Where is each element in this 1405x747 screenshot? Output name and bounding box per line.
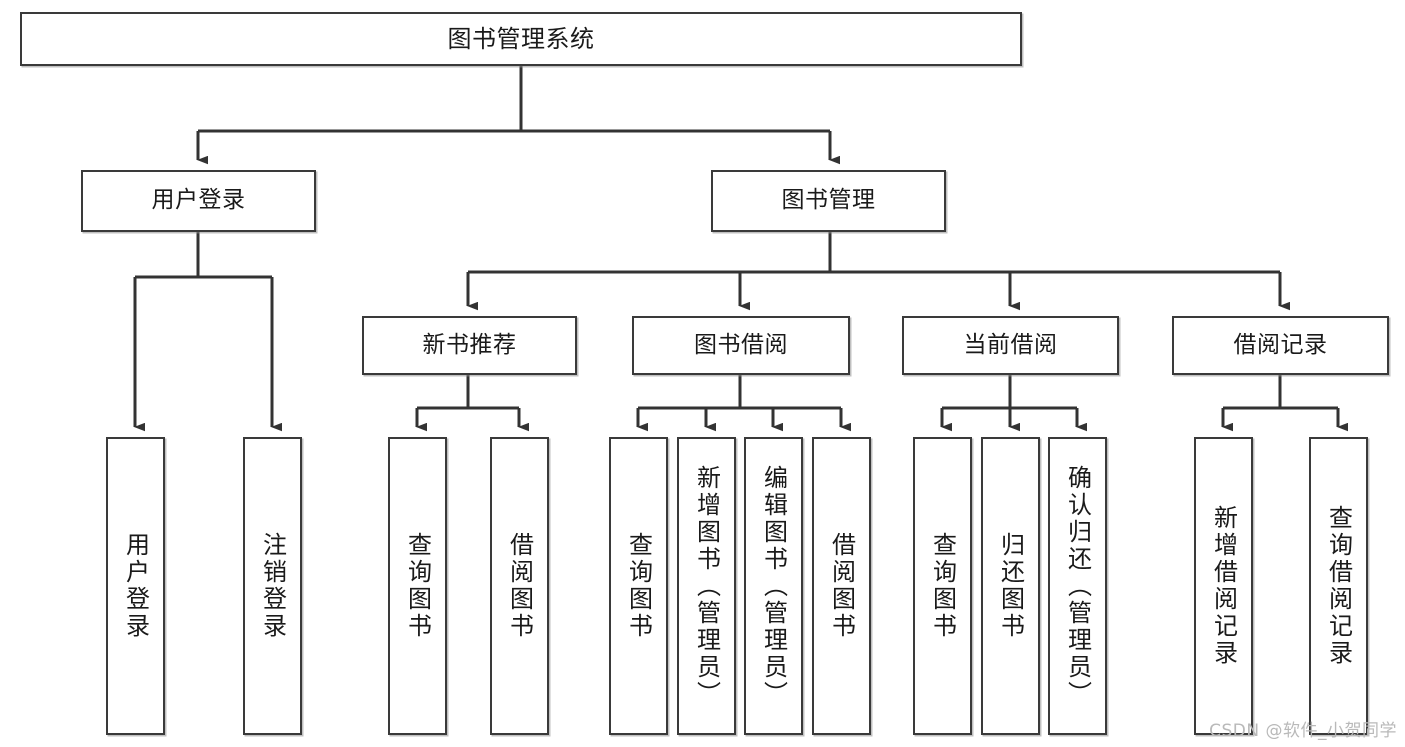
node-label: 新增图书（管理员） [692, 464, 721, 708]
node-label: 查询图书 [403, 532, 432, 640]
node-root-system[interactable]: 图书管理系统 [20, 12, 1022, 66]
leaf-borrow-edit-book[interactable]: 编辑图书（管理员） [744, 437, 803, 735]
watermark: CSDN @软件_小贺同学 [1209, 721, 1397, 741]
leaf-record-add-record[interactable]: 新增借阅记录 [1194, 437, 1253, 735]
leaf-borrow-query-book[interactable]: 查询图书 [609, 437, 668, 735]
leaf-recommend-query-book[interactable]: 查询图书 [388, 437, 447, 735]
node-label: 新增借阅记录 [1209, 505, 1238, 667]
node-borrow-record[interactable]: 借阅记录 [1172, 316, 1389, 375]
leaf-current-confirm-return[interactable]: 确认归还（管理员） [1048, 437, 1107, 735]
node-label: 归还图书 [996, 532, 1025, 640]
node-label: 图书借阅 [694, 331, 788, 358]
node-label: 注销登录 [258, 532, 287, 640]
node-label: 查询图书 [928, 532, 957, 640]
node-label: 用户登录 [121, 532, 150, 640]
node-new-book-recommend[interactable]: 新书推荐 [362, 316, 577, 375]
node-book-management[interactable]: 图书管理 [711, 170, 946, 232]
leaf-recommend-borrow-book[interactable]: 借阅图书 [490, 437, 549, 735]
node-label: 编辑图书（管理员） [759, 464, 788, 708]
node-label: 借阅图书 [827, 532, 856, 640]
node-label: 图书管理 [781, 187, 876, 214]
node-label: 图书管理系统 [447, 24, 595, 53]
node-label: 当前借阅 [963, 331, 1058, 358]
leaf-borrow-borrow-book[interactable]: 借阅图书 [812, 437, 871, 735]
leaf-user-login-login[interactable]: 用户登录 [106, 437, 165, 735]
node-user-login[interactable]: 用户登录 [81, 170, 316, 232]
node-book-borrow[interactable]: 图书借阅 [632, 316, 850, 375]
node-label: 借阅图书 [505, 532, 534, 640]
leaf-current-return-book[interactable]: 归还图书 [981, 437, 1040, 735]
leaf-record-query-record[interactable]: 查询借阅记录 [1309, 437, 1368, 735]
node-label: 查询图书 [624, 532, 653, 640]
leaf-borrow-add-book[interactable]: 新增图书（管理员） [677, 437, 736, 735]
leaf-current-query-book[interactable]: 查询图书 [913, 437, 972, 735]
leaf-user-login-logout[interactable]: 注销登录 [243, 437, 302, 735]
node-label: 确认归还（管理员） [1063, 464, 1092, 708]
node-current-borrow[interactable]: 当前借阅 [902, 316, 1119, 375]
node-label: 新书推荐 [422, 331, 517, 358]
node-label: 借阅记录 [1233, 331, 1328, 358]
node-label: 用户登录 [151, 187, 246, 214]
node-label: 查询借阅记录 [1324, 505, 1353, 667]
